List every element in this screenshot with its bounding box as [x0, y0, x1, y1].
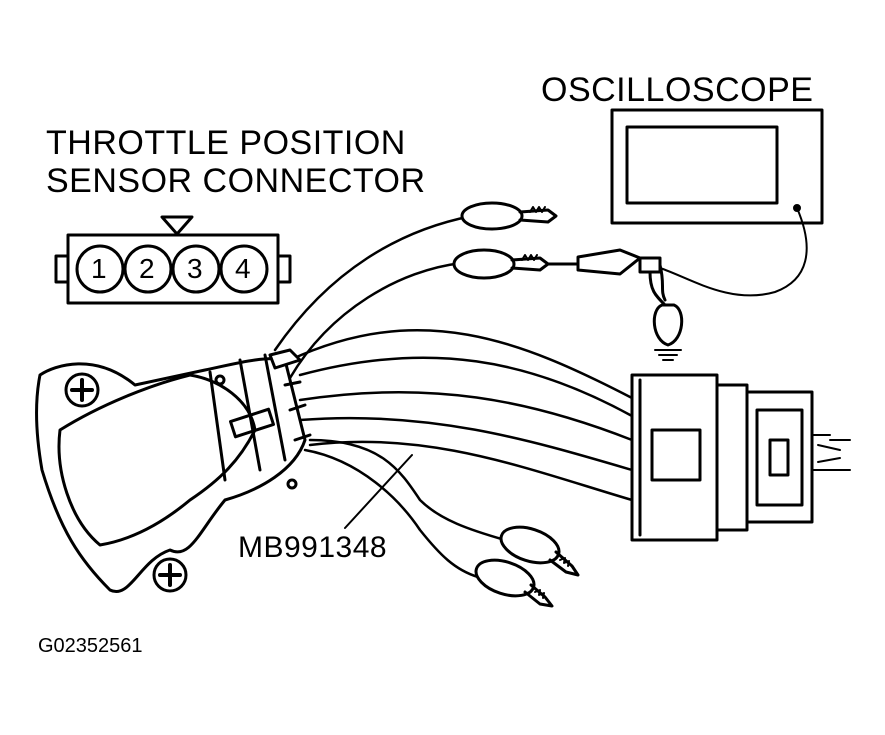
probe-clip-lower-2	[474, 558, 554, 608]
screw-icon-lower	[152, 557, 188, 593]
oscilloscope-lead	[659, 207, 808, 297]
connector-pin-4	[219, 244, 269, 294]
test-light-assembly	[546, 248, 684, 361]
throttle-position-sensor	[35, 348, 312, 594]
pin-label-3: 3	[187, 253, 203, 284]
pin-label-1: 1	[91, 253, 107, 284]
wire-upper-probe-1	[273, 214, 474, 352]
tps-connector-face	[54, 215, 292, 305]
pin-1-marker-triangle	[160, 215, 194, 236]
oscilloscope-screen	[625, 125, 779, 205]
figure-code: G02352561	[38, 635, 143, 657]
wire-lower-probe-2	[303, 448, 480, 579]
oscilloscope-device	[610, 108, 824, 225]
oscilloscope-label: OSCILLOSCOPE	[541, 71, 814, 109]
part-number-leader-line	[344, 454, 413, 529]
tps-connector-label-line1: THROTTLE POSITION	[46, 124, 406, 162]
connector-pin-2	[123, 244, 173, 294]
ground-icon	[654, 349, 682, 361]
probe-clip-upper-2	[452, 248, 550, 280]
wire-lower-probe-1	[308, 438, 507, 542]
connector-pin-1	[75, 244, 125, 294]
connector-pin-3	[171, 244, 221, 294]
pin-label-4: 4	[235, 253, 251, 284]
harness-wires	[273, 214, 634, 579]
harness-side-connector	[630, 373, 851, 542]
pin-label-2: 2	[139, 253, 155, 284]
screw-icon-upper	[64, 372, 100, 408]
tps-connector-label-line2: SENSOR CONNECTOR	[46, 162, 426, 200]
bulb-icon	[652, 303, 684, 347]
probe-clip-lower-1	[499, 525, 580, 577]
probe-clip-upper-1	[460, 201, 558, 231]
harness-part-number: MB991348	[238, 531, 388, 564]
